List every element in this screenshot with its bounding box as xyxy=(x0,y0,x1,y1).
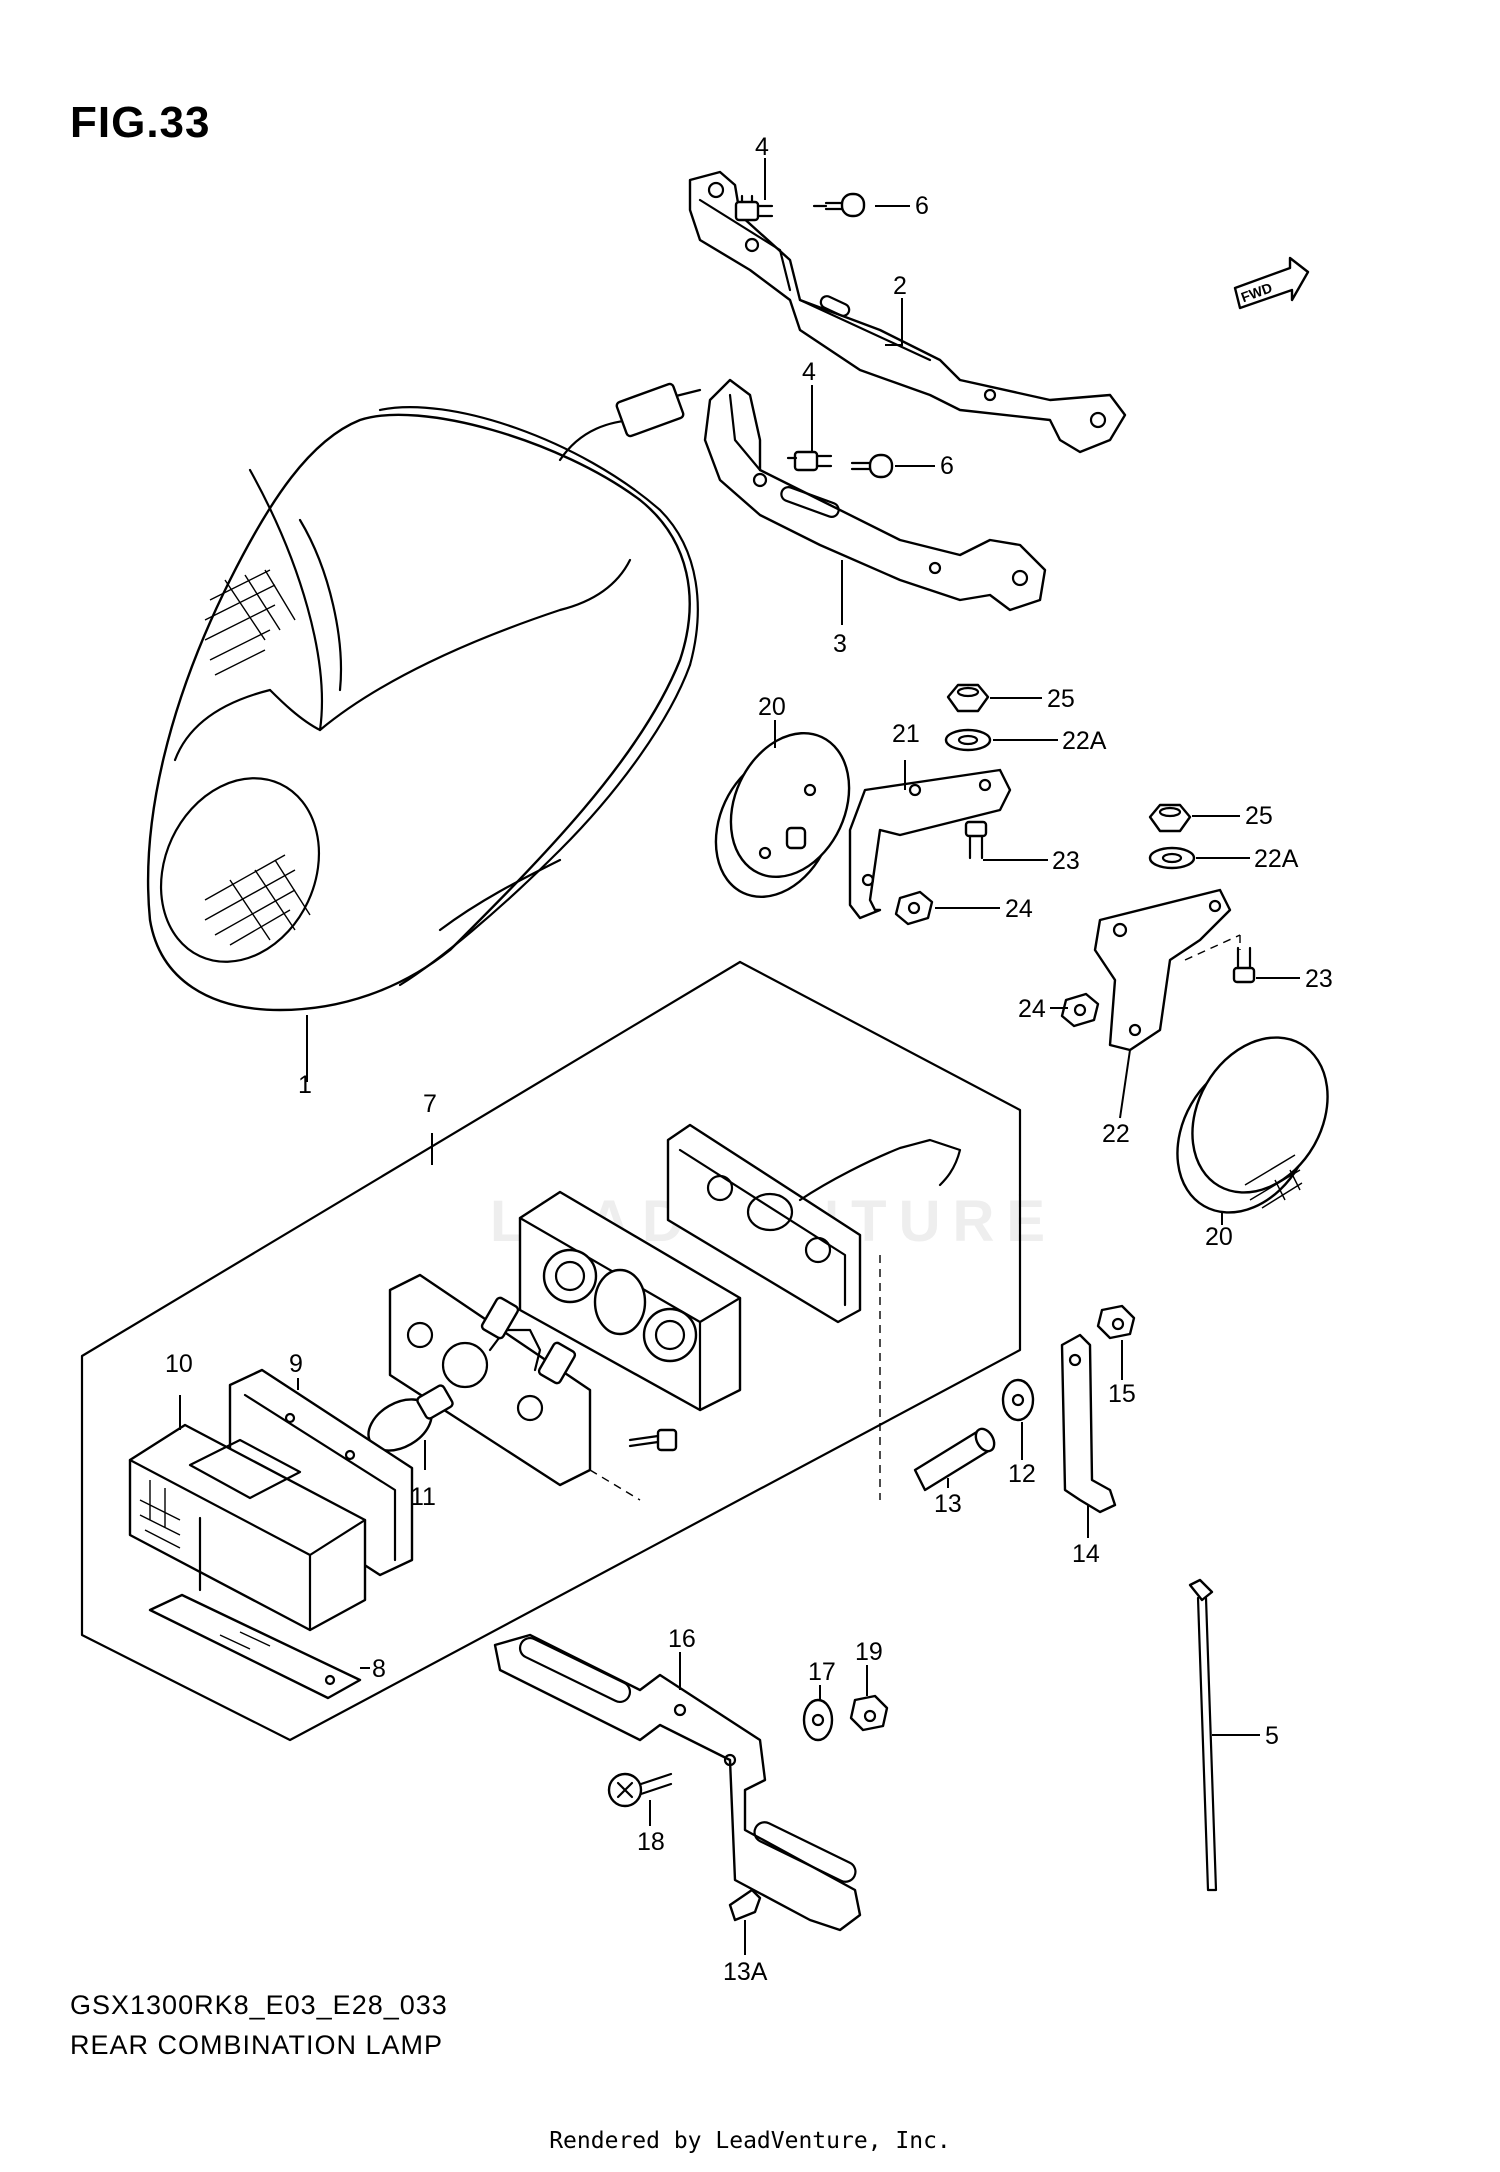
callout-5: 5 xyxy=(1265,1722,1279,1750)
callout-25-upper: 25 xyxy=(1047,685,1075,713)
figure-title: FIG.33 xyxy=(70,98,211,147)
part-bolt-23-upper[interactable] xyxy=(964,820,988,860)
part-washer-12[interactable] xyxy=(1001,1378,1035,1422)
callout-9: 9 xyxy=(289,1350,303,1378)
assembly-7-frame xyxy=(80,960,1022,1742)
callout-4-lower: 4 xyxy=(802,358,816,386)
callout-10: 10 xyxy=(165,1350,193,1378)
part-bracket-21[interactable] xyxy=(848,768,1012,920)
render-credit: Rendered by LeadVenture, Inc. xyxy=(549,2128,951,2154)
part-cable-tie[interactable] xyxy=(1188,1578,1218,1892)
leader-lines xyxy=(179,158,1300,1955)
callout-23-upper: 23 xyxy=(1052,847,1080,875)
part-lamp-gasket[interactable] xyxy=(666,1123,962,1324)
callout-6-upper: 6 xyxy=(915,192,929,220)
fwd-arrow-icon xyxy=(1233,256,1310,310)
part-screw-socket[interactable] xyxy=(628,1428,678,1452)
callout-22a-lower: 22A xyxy=(1254,845,1299,873)
callout-14: 14 xyxy=(1072,1540,1100,1568)
section-title: REAR COMBINATION LAMP xyxy=(70,2030,444,2060)
part-license-bracket-16[interactable] xyxy=(493,1633,862,1932)
callout-13: 13 xyxy=(934,1490,962,1518)
callout-1: 1 xyxy=(298,1071,312,1099)
part-bolt-4-lower[interactable] xyxy=(786,450,833,472)
part-nut-24-lower[interactable] xyxy=(1060,992,1100,1028)
part-bulb[interactable] xyxy=(360,1384,454,1461)
part-socket-plate[interactable] xyxy=(388,1273,592,1487)
callout-8: 8 xyxy=(372,1655,386,1683)
callout-19: 19 xyxy=(855,1638,883,1666)
model-code: GSX1300RK8_E03_E28_033 xyxy=(70,1990,448,2020)
part-lens-holder[interactable] xyxy=(518,1190,742,1412)
part-upper-bracket[interactable] xyxy=(688,170,1127,454)
assembly-7-frame-top xyxy=(738,960,1022,1197)
callout-7: 7 xyxy=(423,1090,437,1118)
part-reflector-upper[interactable] xyxy=(693,714,871,916)
callout-20-lower: 20 xyxy=(1205,1223,1233,1251)
callout-24-upper: 24 xyxy=(1005,895,1033,923)
part-washer-17[interactable] xyxy=(802,1698,834,1742)
callout-16: 16 xyxy=(668,1625,696,1653)
part-license-lens[interactable] xyxy=(148,1593,362,1700)
part-screw-18[interactable] xyxy=(607,1772,673,1808)
callout-22a-upper: 22A xyxy=(1062,727,1107,755)
part-bolt-6-upper[interactable] xyxy=(812,192,866,218)
part-nut-24-upper[interactable] xyxy=(894,890,934,926)
callout-12: 12 xyxy=(1008,1460,1036,1488)
callout-24-lower: 24 xyxy=(1018,995,1046,1023)
part-washer-22a-upper[interactable] xyxy=(944,728,992,752)
part-grommet-13a[interactable] xyxy=(728,1888,762,1922)
part-nut-25-lower[interactable] xyxy=(1148,803,1192,833)
part-lower-bracket[interactable] xyxy=(703,378,1047,612)
callout-20-upper: 20 xyxy=(758,693,786,721)
part-license-bracket-14[interactable] xyxy=(1060,1333,1117,1514)
part-tail-lamp-housing[interactable] xyxy=(132,382,702,1012)
callout-3: 3 xyxy=(833,630,847,658)
callout-13a: 13A xyxy=(723,1958,768,1986)
callout-2: 2 xyxy=(893,272,907,300)
part-collar[interactable] xyxy=(913,1426,998,1492)
part-lens[interactable] xyxy=(128,1423,367,1632)
callout-23-lower: 23 xyxy=(1305,965,1333,993)
part-nut-15[interactable] xyxy=(1096,1304,1136,1340)
part-bracket-22[interactable] xyxy=(1093,888,1232,1052)
part-reflector-lower[interactable] xyxy=(1150,1013,1354,1237)
callout-22: 22 xyxy=(1102,1120,1130,1148)
part-nut-19[interactable] xyxy=(849,1694,889,1732)
callout-18: 18 xyxy=(637,1828,665,1856)
part-nut-25-upper[interactable] xyxy=(946,683,990,713)
part-washer-22a-lower[interactable] xyxy=(1148,846,1196,870)
leader-dashed-22 xyxy=(1184,934,1241,961)
part-bolt-23-lower[interactable] xyxy=(1232,946,1256,984)
callout-11: 11 xyxy=(410,1483,436,1511)
callout-21: 21 xyxy=(892,720,920,748)
callout-17: 17 xyxy=(808,1658,836,1686)
callout-15: 15 xyxy=(1108,1380,1136,1408)
callout-4-upper: 4 xyxy=(755,133,769,161)
leader-dashed-socket xyxy=(589,1255,881,1501)
callout-25-lower: 25 xyxy=(1245,802,1273,830)
part-bolt-4-upper[interactable] xyxy=(734,194,774,222)
callout-6-lower: 6 xyxy=(940,452,954,480)
part-bolt-6-lower[interactable] xyxy=(850,453,894,479)
